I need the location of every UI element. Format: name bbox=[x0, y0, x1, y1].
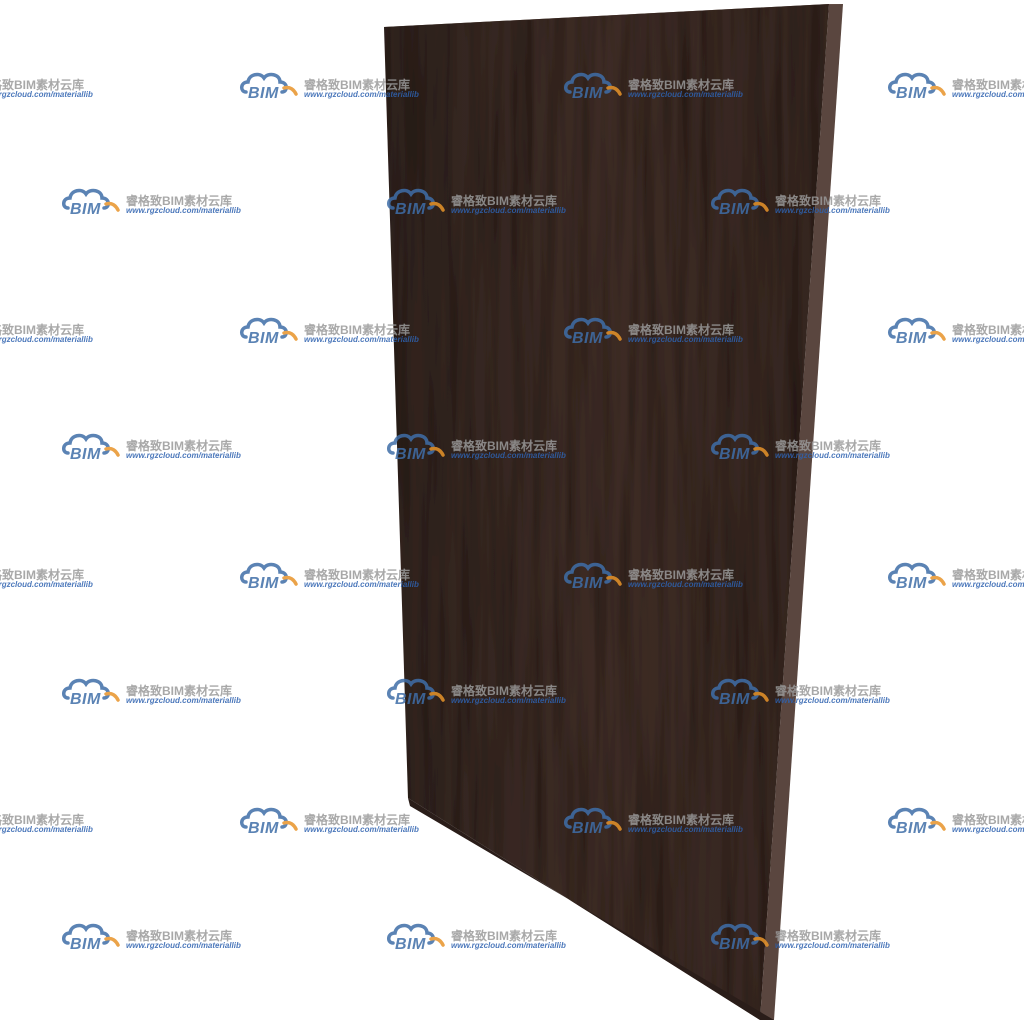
panel-front-face bbox=[384, 4, 829, 1020]
panel-side-edge bbox=[760, 4, 843, 1020]
